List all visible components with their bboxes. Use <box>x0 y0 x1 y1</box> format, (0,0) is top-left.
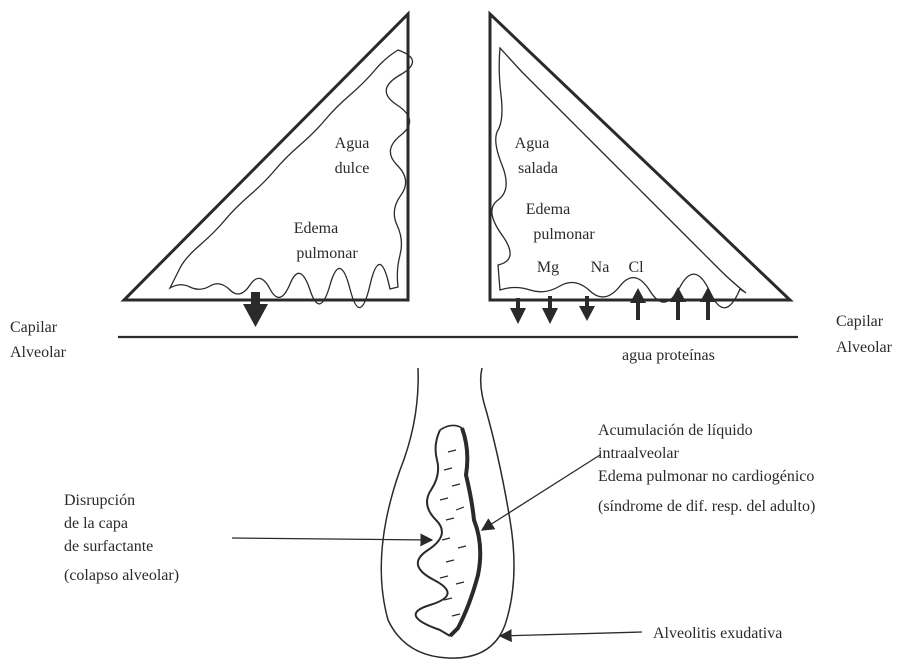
right-up-arrow-2 <box>670 287 686 320</box>
ion-label-na: Na <box>591 259 610 276</box>
fluid-accumulation-label: Acumulación de líquido intraalveolar Ede… <box>598 422 815 515</box>
pointer-alveolitis <box>500 632 642 636</box>
left-edema-label-1: Edema <box>294 220 338 237</box>
surfactant-label-line-1: Disrupción <box>64 492 135 509</box>
alveolitis-label: Alveolitis exudativa <box>653 625 782 642</box>
right-edema-label-1: Edema <box>526 201 570 218</box>
ion-label-mg: Mg <box>537 259 559 276</box>
right-edema-label-2: pulmonar <box>533 226 595 243</box>
right-alveolar-label: Alveolar <box>836 339 893 356</box>
right-triangle-wavy-inner <box>492 48 746 308</box>
right-down-arrow-1 <box>510 298 526 324</box>
fluid-dashes <box>440 450 466 616</box>
pointer-surfactant <box>232 538 432 540</box>
surfactant-layer <box>416 430 450 636</box>
cavity-top <box>440 425 462 430</box>
fluid-label-line-3: Edema pulmonar no cardiogénico <box>598 468 814 485</box>
surfactant-label-line-4: (colapso alveolar) <box>64 567 179 584</box>
right-water-label-2: salada <box>518 160 558 177</box>
right-capilar-label: Capilar <box>836 313 884 330</box>
alveolus <box>381 368 514 658</box>
left-down-arrow <box>243 292 268 327</box>
fluid-label-line-1: Acumulación de líquido <box>598 422 753 439</box>
fluid-accumulation-border <box>450 428 480 636</box>
surfactant-label-line-3: de surfactante <box>64 538 153 555</box>
left-alveolar-label: Alveolar <box>10 344 67 361</box>
water-proteins-caption: agua proteínas <box>622 347 715 364</box>
left-triangle-outline <box>124 14 408 300</box>
left-water-label-2: dulce <box>335 160 370 177</box>
alveolus-outline <box>381 368 514 658</box>
surfactant-label-line-2: de la capa <box>64 515 128 532</box>
surfactant-disruption-label: Disrupción de la capa de surfactante (co… <box>64 492 179 584</box>
left-triangle-wavy-inner <box>170 50 413 308</box>
fluid-label-line-2: intraalveolar <box>598 445 680 462</box>
left-triangle: Agua dulce Edema pulmonar <box>124 14 413 327</box>
left-water-label-1: Agua <box>335 135 370 152</box>
right-triangle: Agua salada Edema pulmonar Mg Na Cl <box>490 14 790 324</box>
ion-label-cl: Cl <box>628 259 644 276</box>
right-up-arrow-1 <box>630 288 646 320</box>
left-edema-label-2: pulmonar <box>296 245 358 262</box>
left-capilar-label: Capilar <box>10 319 58 336</box>
right-water-label-1: Agua <box>515 135 550 152</box>
right-triangle-outline <box>490 14 790 300</box>
fluid-label-line-4: (síndrome de dif. resp. del adulto) <box>598 498 815 515</box>
right-up-arrow-3 <box>700 287 716 320</box>
